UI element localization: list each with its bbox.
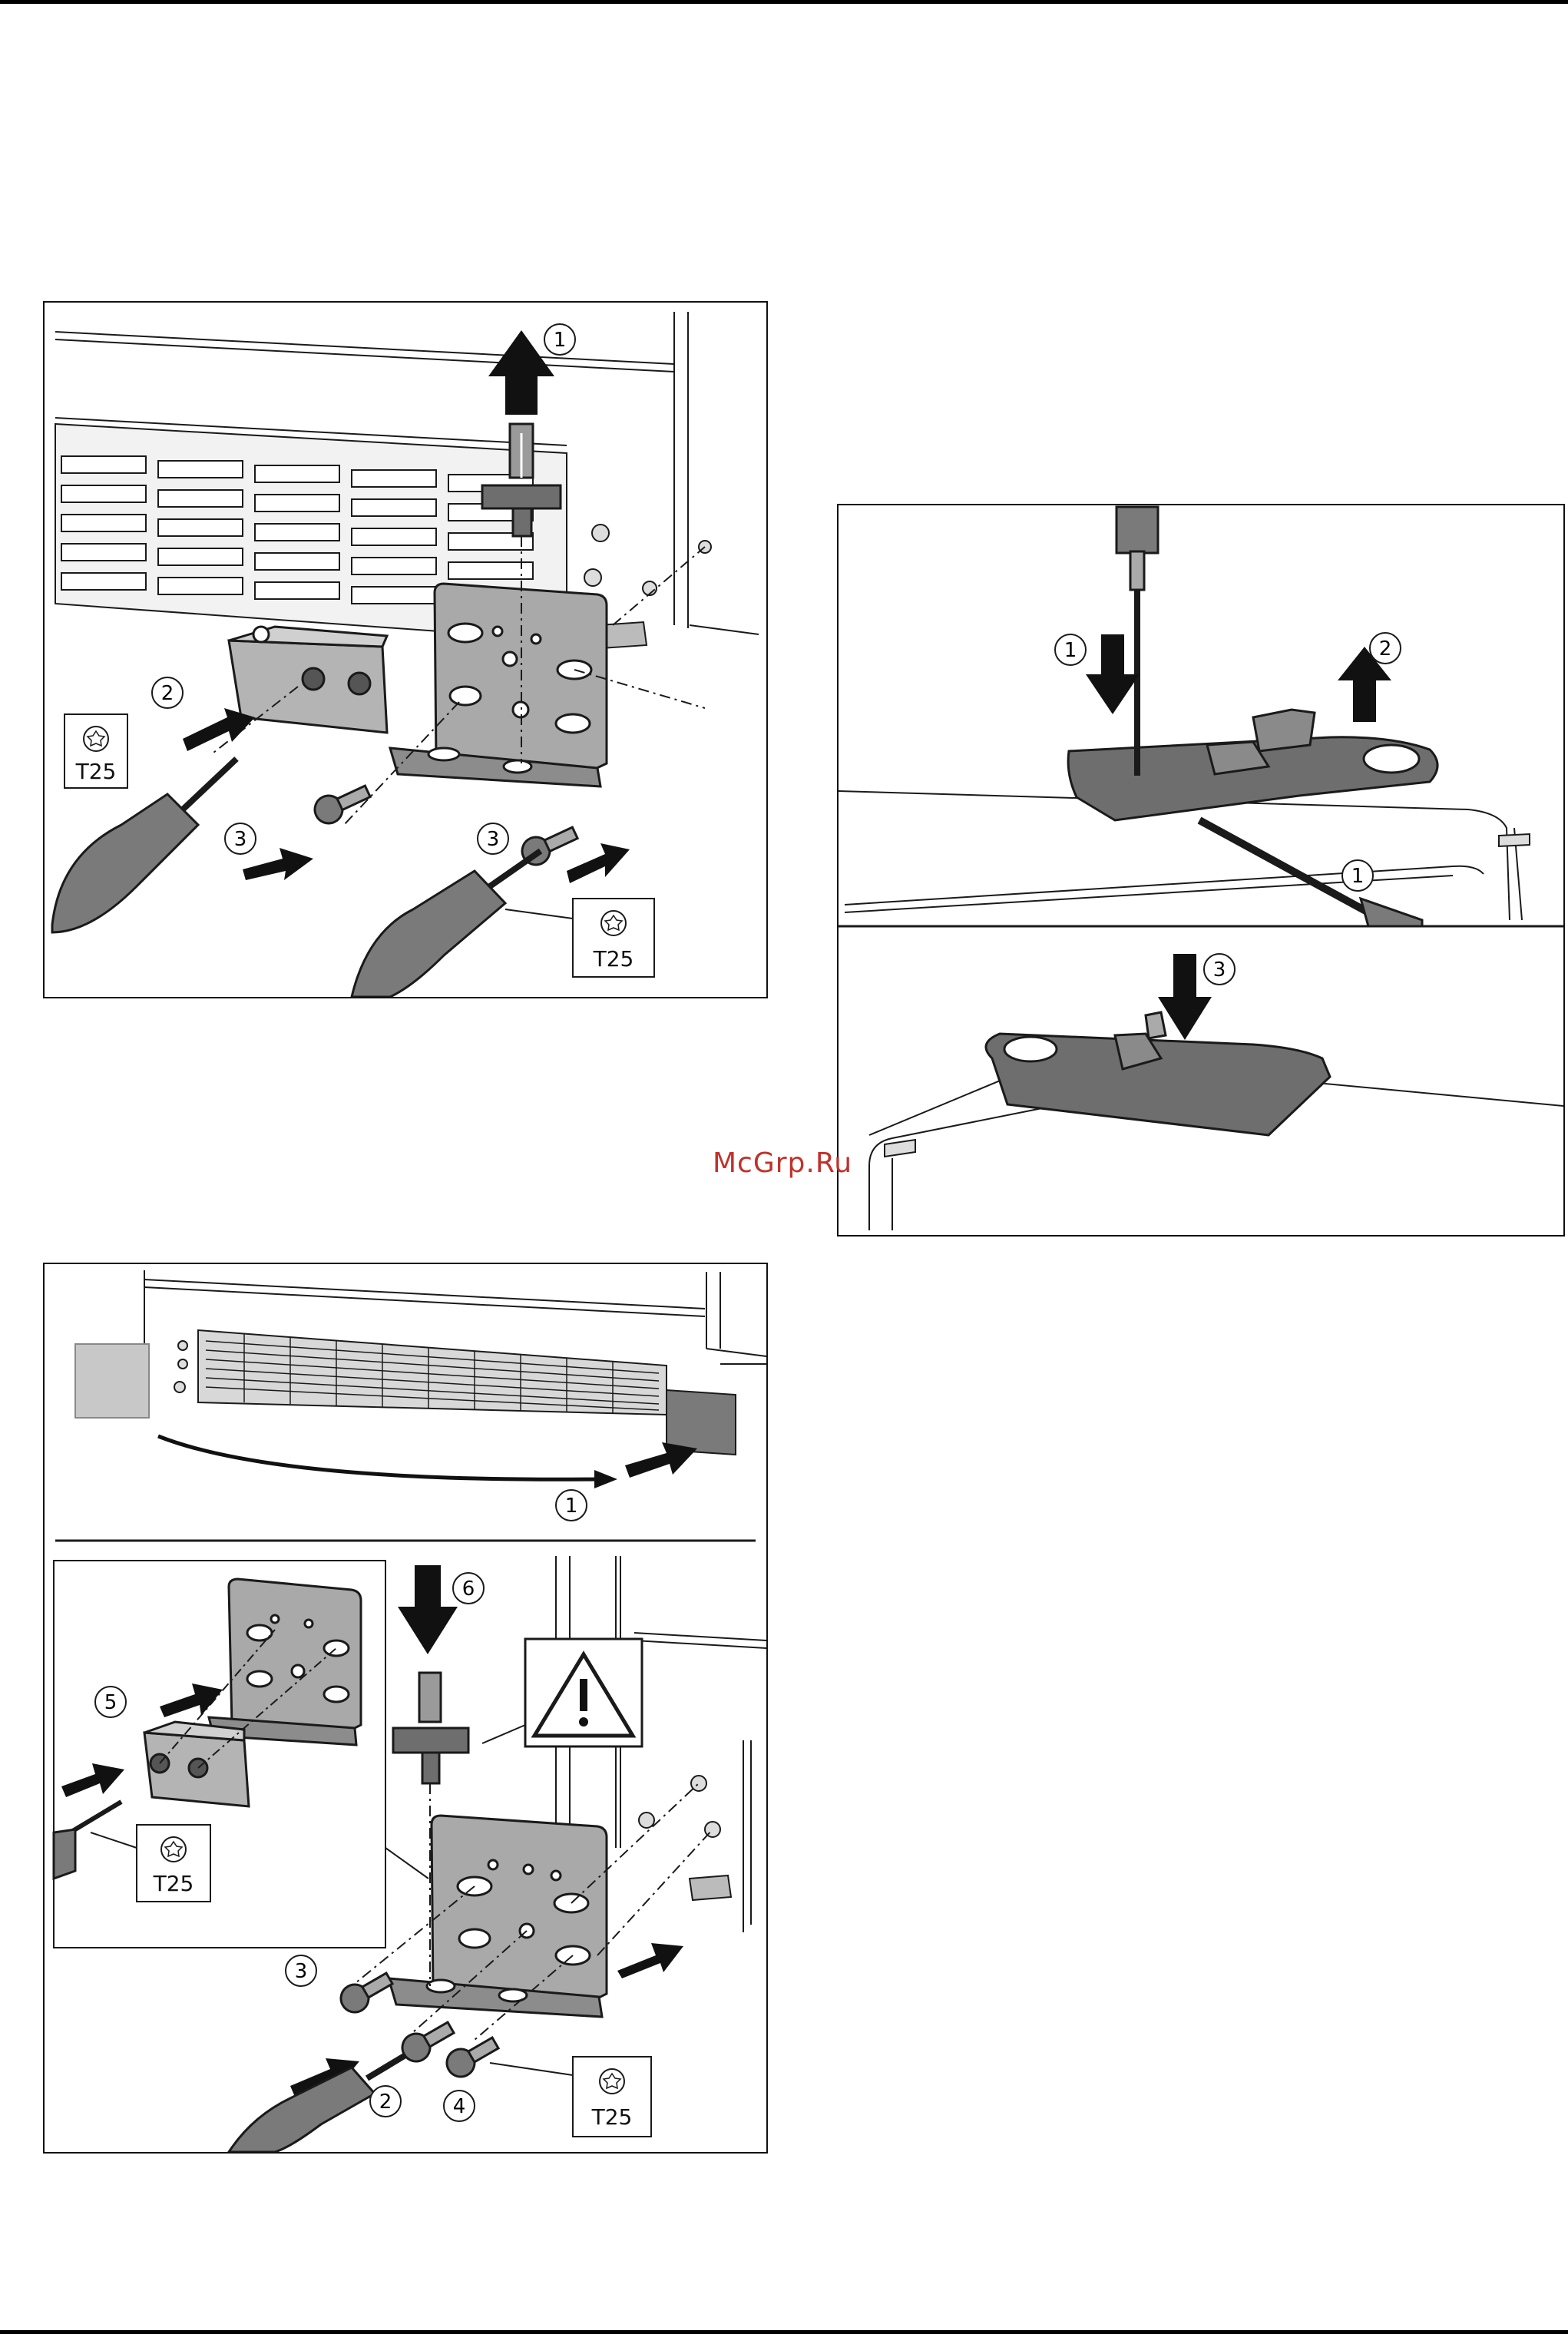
callout-3: 3: [295, 1960, 308, 1983]
callout-4: 4: [453, 2095, 466, 2118]
callout-2: 2: [1379, 637, 1392, 660]
top-rule: [0, 0, 1568, 4]
screws: [310, 779, 581, 869]
callout-1: 1: [1064, 639, 1077, 662]
callout-3: 3: [1213, 958, 1226, 982]
hinge-cover-illustration: 1 2 1 3: [839, 505, 1563, 1235]
callout-3: 3: [234, 828, 247, 851]
arrow-icon: [594, 1442, 697, 1488]
tool-label-t25: T25: [153, 1871, 194, 1896]
front-grille: [198, 1330, 667, 1415]
hinge-cover-fitted: [986, 1012, 1330, 1135]
tool-label-t25: T25: [593, 946, 634, 972]
screwdriver-icon: [52, 759, 541, 997]
callout-1: 1: [1351, 865, 1365, 888]
callout-3: 3: [487, 828, 500, 851]
tool-label-t25: T25: [75, 759, 117, 784]
watermark: McGrp.Ru: [713, 1147, 852, 1179]
hinge-block-inset: [144, 1722, 249, 1806]
grille-cover-old-position: [75, 1344, 149, 1418]
arrow-icon: [1086, 634, 1391, 1040]
figure-hinge-installation: T25: [43, 1263, 768, 2154]
callout-5: 5: [104, 1691, 117, 1714]
leveling-foot: [690, 1875, 731, 1900]
callout-1: 1: [565, 1495, 578, 1518]
callout-1: 1: [554, 329, 567, 352]
bottom-rule: [0, 2330, 1568, 2334]
callout-2: 2: [379, 2091, 392, 2114]
figure-hinge-removal: T25 T25 1 2 3 3: [43, 301, 768, 998]
hinge-bracket-inset: [209, 1579, 361, 1745]
screwdriver-icon: [1199, 820, 1422, 926]
callout-6: 6: [462, 1578, 475, 1601]
hinge-installation-illustration: T25: [45, 1264, 766, 2152]
callout-2: 2: [161, 682, 174, 705]
figure-hinge-cover: 1 2 1 3: [837, 504, 1565, 1237]
hinge-bracket: [389, 1816, 607, 2017]
warning-triangle-icon: [482, 1639, 642, 1746]
hinge-pin: [393, 1673, 468, 1783]
arrow-icon: [398, 1565, 458, 1654]
tool-label-t25: T25: [591, 2104, 633, 2130]
hinge-removal-illustration: T25 T25 1 2 3 3: [45, 303, 766, 997]
